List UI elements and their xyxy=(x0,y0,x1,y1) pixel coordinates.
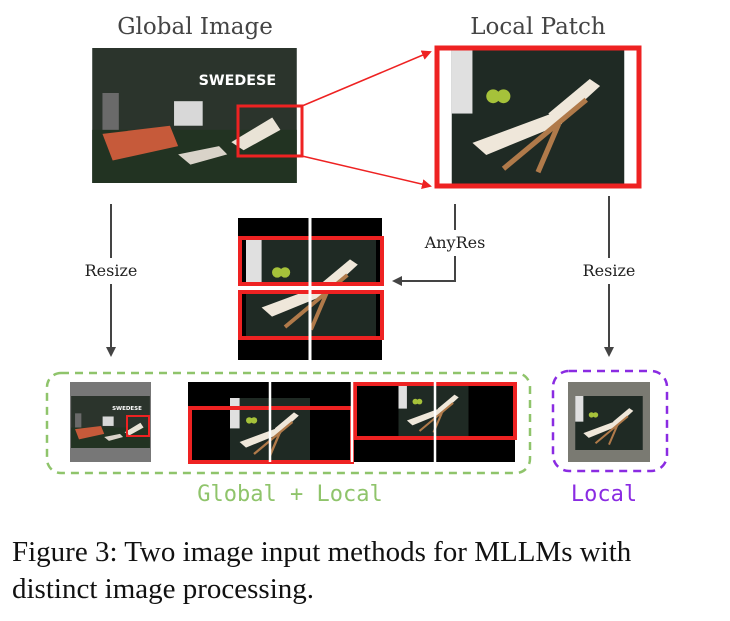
global-image-title: Global Image xyxy=(117,14,273,40)
global-image xyxy=(92,48,304,183)
anyres-arrow xyxy=(392,204,456,286)
local-group-label: Local xyxy=(571,482,637,507)
zoom-line-top xyxy=(301,50,432,107)
figure-caption: Figure 3: Two image input methods for ML… xyxy=(12,536,632,605)
local-group xyxy=(551,369,669,473)
zoom-line-bottom xyxy=(301,155,432,190)
local-tiles-strip xyxy=(188,382,517,464)
resize-label-left: Resize xyxy=(85,261,138,280)
resized-local-thumbnail xyxy=(568,382,650,462)
local-patch-image xyxy=(434,45,642,189)
anyres-label: AnyRes xyxy=(424,233,486,252)
local-patch-title: Local Patch xyxy=(470,14,606,40)
anyres-tile-grid xyxy=(238,218,384,360)
resized-global-thumbnail xyxy=(70,382,151,462)
global-local-group-label: Global + Local xyxy=(197,482,382,507)
resize-label-right: Resize xyxy=(583,261,636,280)
figure-diagram: SWEDESE Global Image Local Patch Resize xyxy=(45,14,669,507)
global-local-group xyxy=(45,371,532,475)
patch-highlight-box xyxy=(236,104,304,158)
